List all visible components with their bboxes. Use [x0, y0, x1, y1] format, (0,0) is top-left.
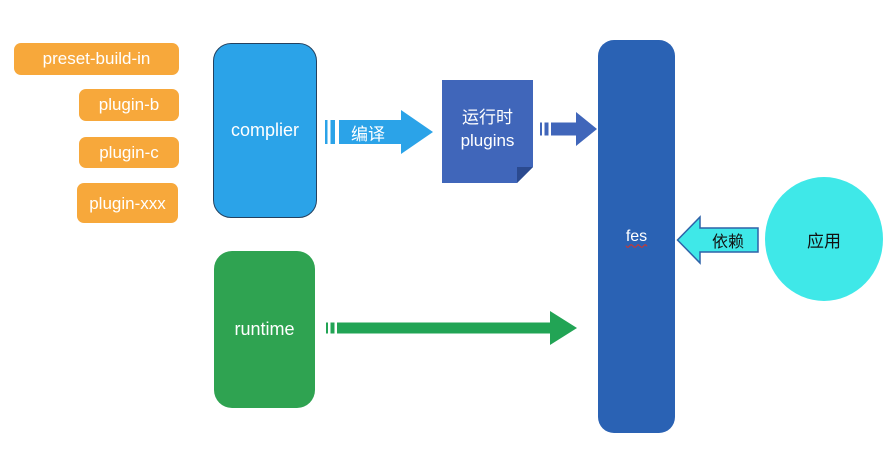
- runtime-to-fes-arrow-body: [337, 311, 577, 345]
- compile-arrow-stripe-2: [330, 120, 335, 144]
- runtime-to-fes-arrow-stripe-1: [326, 322, 328, 334]
- pill-plugin-xxx: plugin-xxx: [77, 183, 178, 223]
- node-app: 应用: [765, 177, 883, 301]
- compile-arrow-stripe-1: [325, 120, 328, 144]
- node-complier: complier: [213, 43, 317, 218]
- depend-arrow: [676, 215, 759, 265]
- runtime-plugins-label-line1: 运行时: [462, 108, 513, 128]
- runtime-plugins-label: 运行时 plugins: [442, 80, 533, 179]
- plugins-to-fes-arrow-stripe-1: [540, 122, 542, 136]
- compile-arrow: [325, 110, 433, 154]
- plugins-to-fes-arrow-body: [551, 112, 597, 146]
- pill-plugin-c: plugin-c: [79, 137, 179, 168]
- runtime-to-fes-arrow-stripe-2: [330, 322, 335, 334]
- node-runtime-label: runtime: [234, 319, 295, 339]
- runtime-plugins-note-fold: [517, 167, 533, 183]
- depend-arrow-body: [676, 215, 759, 265]
- node-complier-label: complier: [230, 120, 300, 140]
- pill-plugin-b: plugin-b: [79, 89, 179, 121]
- runtime-plugins-note: [442, 80, 533, 183]
- node-runtime: runtime: [214, 251, 315, 408]
- runtime-to-fes-arrow: [326, 311, 577, 345]
- pill-plugin-xxx-label: plugin-xxx: [89, 193, 166, 213]
- node-app-label: 应用: [807, 231, 841, 251]
- plugins-to-fes-arrow-stripe-2: [544, 122, 549, 136]
- runtime-plugins-label-line2: plugins: [460, 130, 515, 150]
- runtime-plugins-note-body: [442, 80, 533, 183]
- compile-arrow-body: [339, 110, 433, 154]
- plugins-to-fes-arrow: [540, 112, 597, 146]
- compile-arrow-label: 编译: [351, 124, 385, 144]
- node-fes-label: fes: [625, 227, 648, 245]
- pill-preset-build-in: preset-build-in: [14, 43, 179, 75]
- node-fes: fes: [598, 40, 675, 433]
- depend-arrow-label: 依赖: [711, 234, 744, 251]
